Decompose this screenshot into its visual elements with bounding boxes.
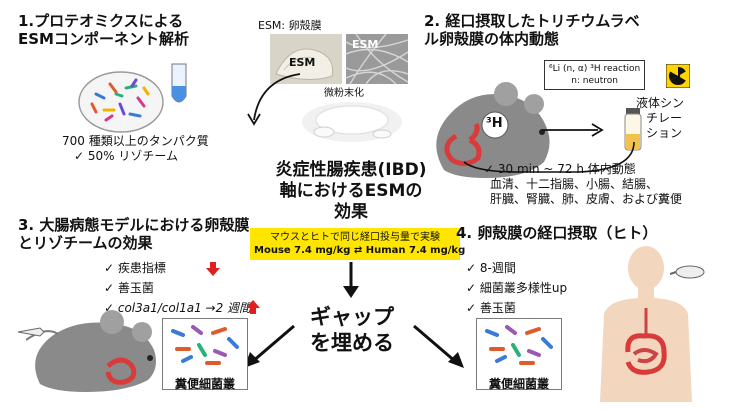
arrow-icon bbox=[244, 324, 295, 368]
tritium-label: ³H bbox=[486, 116, 503, 131]
fecal-microbiota-box-mouse: 糞便細菌叢 bbox=[162, 318, 248, 391]
arrow-down-icon bbox=[206, 262, 220, 276]
esm-photo bbox=[270, 34, 342, 84]
arrow-up-icon bbox=[246, 300, 260, 314]
section1-title: 1.プロテオミクスによる ESMコンポーネント解析 bbox=[18, 12, 189, 48]
powder-icon bbox=[302, 102, 402, 142]
fecal-microbiota-box-human: 糞便細菌叢 bbox=[476, 318, 562, 391]
section3-title: 3. 大腸病態モデルにおける卵殻膜 とリゾチームの効果 bbox=[18, 216, 250, 252]
arrow-icon bbox=[413, 324, 464, 368]
section2-title: 2. 経口摂取したトリチウムラベ ル卵殻膜の体内動態 bbox=[424, 12, 640, 48]
vial-icon bbox=[624, 108, 642, 151]
section4-list: ✓ 8-週間 ✓ 細菌叢多様性up ✓ 善玉菌 bbox=[466, 261, 568, 315]
section2-notes: ✓ 30 min ~ 72 h 体内動態 血清、十二指腸、小腸、結腸、 肝臓、腎… bbox=[484, 162, 683, 206]
fecal-microbiota-label: 糞便細菌叢 bbox=[174, 377, 235, 391]
esm-micro-label: ESM bbox=[352, 38, 379, 51]
gap-text: ギャップ を埋める bbox=[310, 305, 394, 355]
tritium-icon bbox=[481, 111, 509, 139]
arrow-icon bbox=[247, 73, 301, 126]
bacteria-icon bbox=[171, 325, 239, 365]
reaction-box: ⁶Li (n, α) ³H reaction n: neutron bbox=[544, 60, 646, 90]
petri-dish-icon bbox=[78, 71, 164, 133]
section1-notes: 700 種類以上のタンパク質 ✓ 50% リゾチーム bbox=[62, 134, 209, 163]
powder-label: 微粉末化 bbox=[324, 88, 364, 99]
bacteria-icon bbox=[485, 325, 553, 365]
esm-photo-label: ESM bbox=[289, 56, 316, 69]
section4-title: 4. 卵殻膜の経口摂取（ヒト） bbox=[456, 224, 658, 242]
center-title: 炎症性腸疾患(IBD) 軸におけるESMの 効果 bbox=[275, 160, 427, 222]
esm-label: ESM: 卵殻膜 bbox=[258, 19, 322, 32]
radiation-icon bbox=[666, 64, 690, 88]
human-figure-icon bbox=[600, 246, 692, 402]
arrow-icon bbox=[463, 141, 635, 173]
pipette-icon bbox=[171, 63, 187, 103]
pipette-icon bbox=[670, 265, 705, 279]
dose-banner: マウスとヒトで同じ経口投与量で実験 Mouse 7.4 mg/kg ⇄ Huma… bbox=[250, 228, 465, 260]
fecal-microbiota-label: 糞便細菌叢 bbox=[488, 377, 549, 391]
esm-micrograph bbox=[346, 34, 408, 84]
mouse-icon bbox=[26, 310, 156, 392]
pipette-icon bbox=[17, 327, 45, 337]
scintillation-label: 液体シン チレー ション bbox=[636, 96, 685, 140]
section3-list: ✓ 疾患指標 ✓ 善玉菌 ✓ col3a1/col1a1 →2 週間 bbox=[104, 261, 252, 315]
arrow-icon bbox=[343, 262, 359, 298]
arrow-icon bbox=[542, 123, 604, 137]
